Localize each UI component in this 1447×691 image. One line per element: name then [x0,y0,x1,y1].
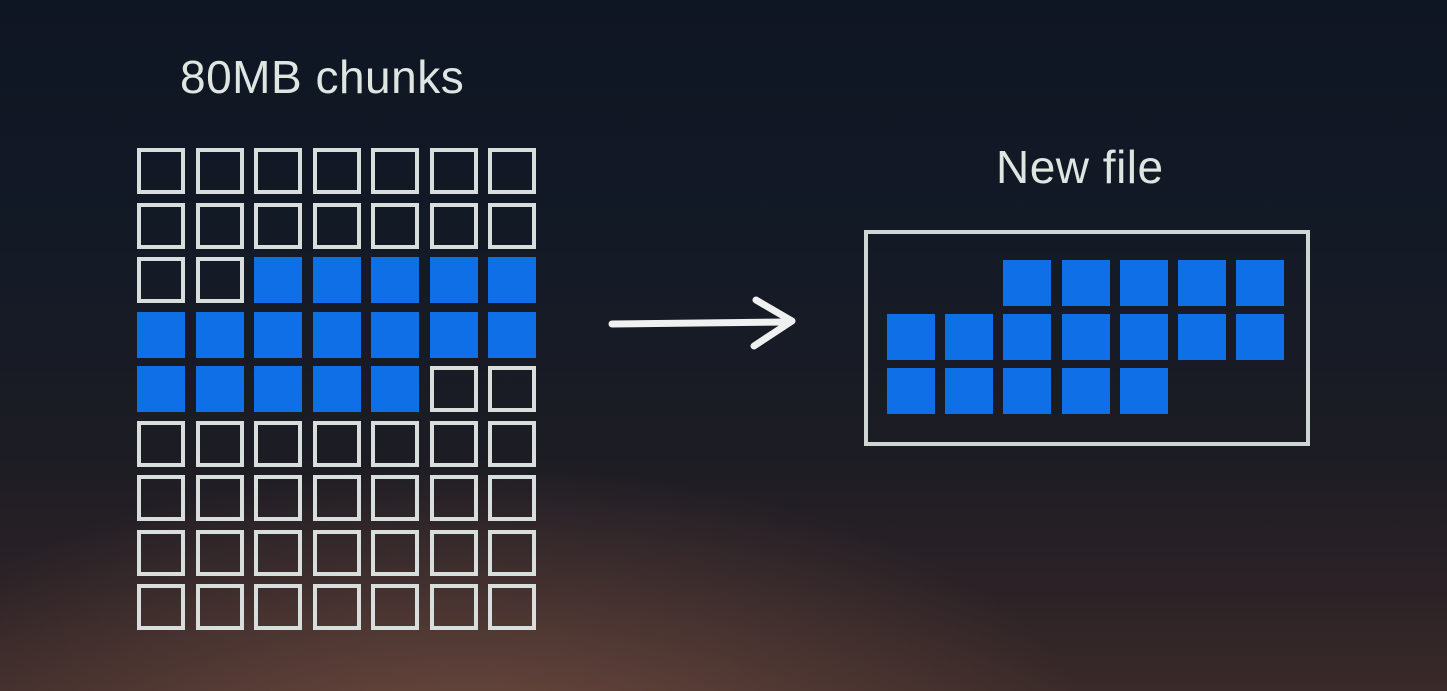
file-chunk [887,368,935,414]
file-chunk [1003,260,1052,306]
filled-chunk [312,257,361,303]
empty-chunk [254,148,302,194]
empty-chunk [312,475,361,521]
filled-chunk [429,257,478,303]
filled-chunk [195,311,244,358]
empty-chunk [488,148,536,194]
empty-chunk [195,584,244,630]
filled-chunk [254,311,302,358]
file-chunk [1236,314,1285,360]
empty-chunk [488,366,536,412]
file-chunk [1178,314,1226,360]
empty-chunk [254,420,302,467]
empty-chunk [488,584,536,630]
right-arrow-icon [608,296,796,350]
file-chunk [1236,260,1285,306]
file-chunk [1119,368,1168,414]
filled-chunk [312,311,361,358]
filled-chunk [488,257,536,303]
file-chunk [1178,260,1226,306]
file-chunk [1061,368,1110,414]
empty-chunk [195,529,244,576]
filled-chunk [254,366,302,412]
empty-chunk [137,202,185,249]
empty-chunk [137,148,185,194]
empty-chunk [429,584,478,630]
filled-chunk [371,366,419,412]
new-file-title: New file [996,141,1164,193]
empty-chunk [195,475,244,521]
empty-chunk [137,257,185,303]
empty-chunk [137,420,185,467]
file-chunk [945,314,994,360]
new-file-frame [864,230,1310,446]
chunks-title: 80MB chunks [180,51,465,103]
filled-chunk [488,311,536,358]
file-chunk [1003,368,1052,414]
file-chunk [887,314,935,360]
empty-chunk [429,475,478,521]
filled-chunk [195,366,244,412]
empty-chunk [254,584,302,630]
empty-chunk [254,475,302,521]
filled-chunk [429,311,478,358]
filled-chunk [371,257,419,303]
empty-chunk [488,475,536,521]
empty-chunk [195,148,244,194]
filled-chunk [254,257,302,303]
empty-chunk [429,420,478,467]
empty-chunk [371,202,419,249]
empty-chunk [371,475,419,521]
filled-chunk [371,311,419,358]
empty-chunk [254,529,302,576]
file-chunk [1119,314,1168,360]
empty-chunk [429,202,478,249]
file-chunk [1003,314,1052,360]
filled-chunk [137,311,185,358]
empty-chunk [429,529,478,576]
file-chunk [945,368,994,414]
empty-chunk [312,202,361,249]
empty-chunk [488,202,536,249]
empty-chunk [488,529,536,576]
empty-chunk [371,584,419,630]
file-chunk [1061,260,1110,306]
empty-chunk [312,584,361,630]
empty-chunk [371,148,419,194]
empty-chunk [429,148,478,194]
empty-chunk [312,420,361,467]
filled-chunk [312,366,361,412]
empty-chunk [429,366,478,412]
empty-chunk [195,202,244,249]
empty-chunk [371,420,419,467]
empty-chunk [195,257,244,303]
empty-chunk [137,475,185,521]
file-chunk [1061,314,1110,360]
empty-chunk [254,202,302,249]
empty-chunk [312,529,361,576]
empty-chunk [137,529,185,576]
empty-chunk [137,584,185,630]
empty-chunk [195,420,244,467]
file-chunk [1119,260,1168,306]
empty-chunk [371,529,419,576]
empty-chunk [488,420,536,467]
filled-chunk [137,366,185,412]
empty-chunk [312,148,361,194]
